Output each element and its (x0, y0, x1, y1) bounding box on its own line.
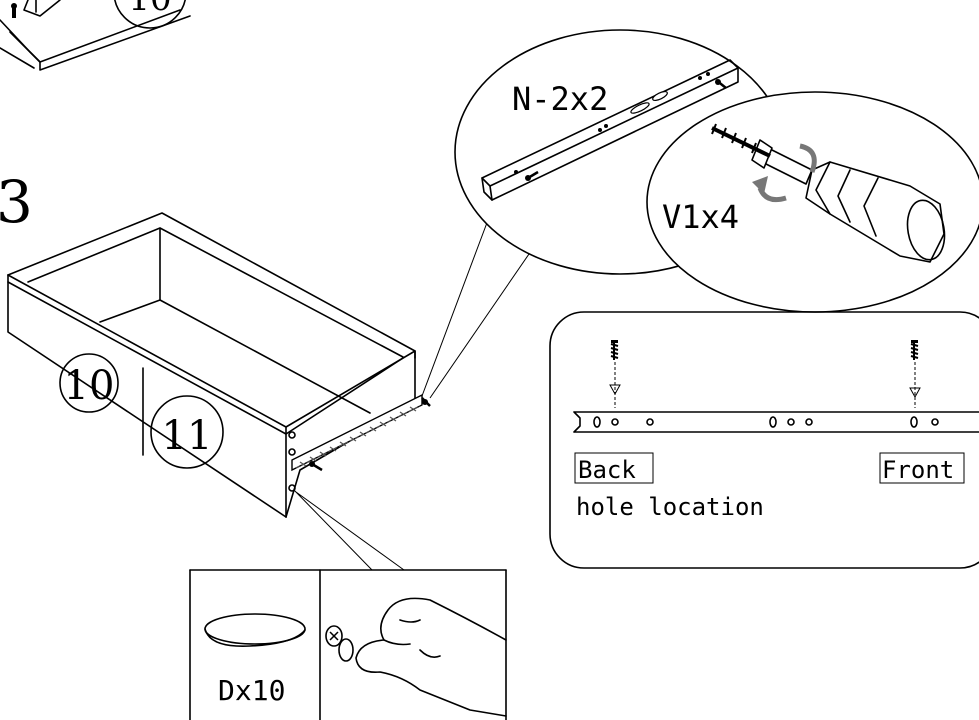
runner-screw-icon (421, 397, 431, 407)
runner-screw-icon (309, 461, 323, 472)
rotation-arrow-icon (752, 143, 817, 203)
previous-part-number: 10 (128, 0, 171, 19)
screw-icon (610, 340, 619, 360)
hole-location-caption: hole location (576, 493, 764, 521)
part-11-label: 11 (162, 413, 213, 459)
part-11-circle (150, 395, 224, 469)
drawer-box: 10 11 (7, 212, 431, 518)
screwdriver-icon (751, 139, 946, 263)
cap-quantity-label: Dx10 (218, 674, 285, 707)
step-number: 3 (0, 168, 33, 236)
part-10-circle (59, 353, 119, 413)
hole-location-panel: Back Front hole location (549, 311, 979, 569)
previous-step-fragment: 10 (0, 0, 191, 71)
cap-callout: Dx10 (189, 489, 507, 720)
screw-small-icon (11, 3, 17, 18)
part-10-label: 10 (64, 363, 115, 409)
screw-quantity-label: V1x4 (662, 198, 739, 236)
runner-screw-icon (715, 79, 727, 89)
back-label: Back (578, 456, 636, 484)
hand-pressing-cap-icon (325, 597, 507, 717)
screw-icon (910, 340, 919, 360)
cover-cap-icon (204, 613, 306, 647)
drawer-runner-icon (481, 59, 739, 201)
runner-screw-icon (525, 170, 539, 181)
front-label: Front (882, 456, 954, 484)
screwdriver-callout: V1x4 (646, 91, 979, 313)
screw-icon (711, 123, 771, 158)
runner-quantity-label: N-2x2 (512, 80, 608, 118)
